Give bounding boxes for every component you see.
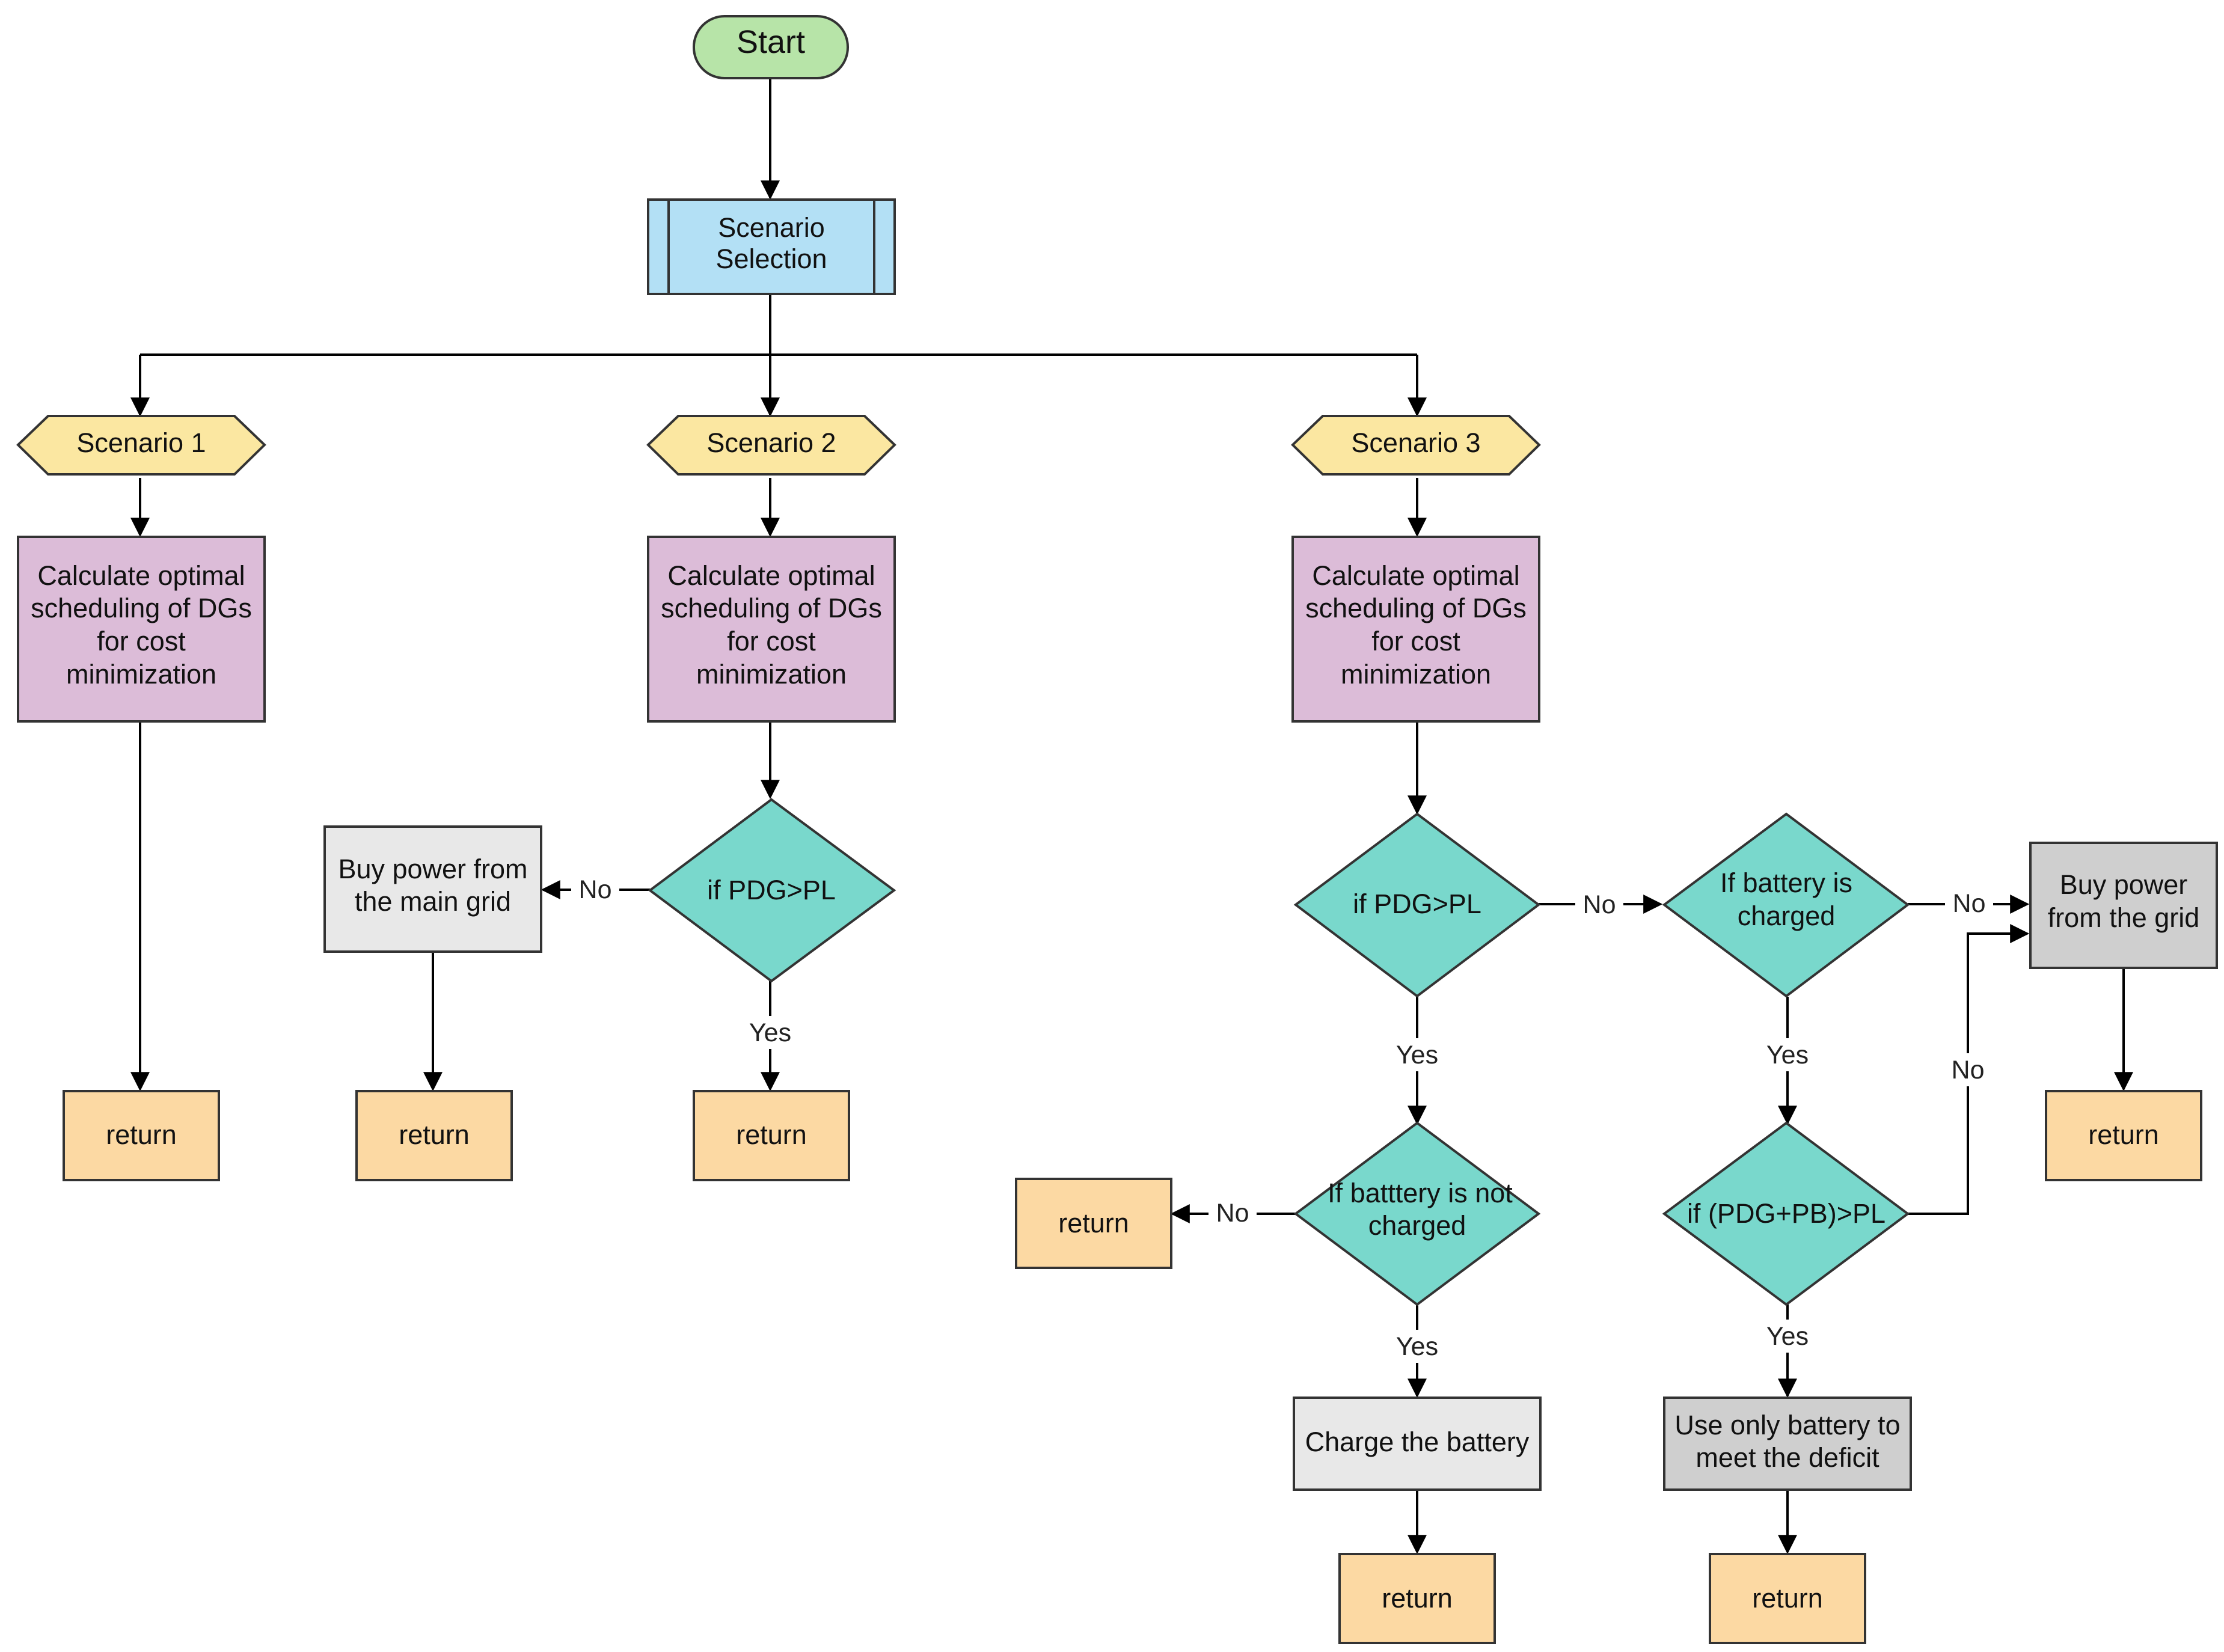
scenario-1-node: Scenario 1 <box>16 415 266 476</box>
buy-grid-line-1: Buy power <box>2060 869 2188 900</box>
calc-3-line-1: Calculate optimal <box>1312 560 1519 591</box>
calc-2-line-1: Calculate optimal <box>667 560 875 591</box>
charge-battery-node: Charge the battery <box>1293 1397 1542 1491</box>
scenario-selection-line-2: Selection <box>715 243 827 274</box>
buy-main-grid-line-2: the main grid <box>355 886 511 917</box>
return-label: return <box>1382 1583 1453 1614</box>
calc-scenario-3-node: Calculate optimal scheduling of DGs for … <box>1291 536 1540 723</box>
scenario-3-node: Scenario 3 <box>1291 415 1541 476</box>
decision-battery-charged: If battery is charged <box>1662 812 1910 998</box>
edge-label-s2-no: No <box>579 875 612 904</box>
calc-2-line-4: minimization <box>696 659 847 690</box>
scenario-2-node: Scenario 2 <box>646 415 896 476</box>
buy-main-grid-node: Buy power from the main grid <box>323 825 542 953</box>
edge-label-pdg-pb-yes: Yes <box>1766 1322 1809 1351</box>
decision-s3-pdg-pl: if PDG>PL <box>1293 812 1541 998</box>
edge-label-charged-no: No <box>1953 889 1986 918</box>
return-battery-not-charged-no: return <box>1015 1178 1172 1269</box>
return-scenario-2-yes: return <box>693 1090 850 1181</box>
start-label: Start <box>737 24 805 60</box>
scenario-2-label: Scenario 2 <box>706 427 836 458</box>
return-label: return <box>736 1119 807 1150</box>
calc-1-line-2: scheduling of DGs <box>31 593 252 623</box>
edge-label-s3-yes: Yes <box>1396 1041 1438 1069</box>
calc-1-line-1: Calculate optimal <box>37 560 245 591</box>
scenario-selection-line-1: Scenario <box>718 212 825 243</box>
return-charge-battery: return <box>1338 1553 1496 1644</box>
scenario-3-label: Scenario 3 <box>1351 427 1480 458</box>
return-scenario-1: return <box>63 1090 220 1181</box>
calc-3-line-4: minimization <box>1341 659 1491 690</box>
decision-s3-label: if PDG>PL <box>1353 889 1481 919</box>
use-battery-line-1: Use only battery to <box>1674 1410 1900 1440</box>
calc-3-line-2: scheduling of DGs <box>1305 593 1527 623</box>
return-label: return <box>2088 1119 2159 1150</box>
edge-label-not-charged-yes: Yes <box>1396 1332 1438 1361</box>
buy-grid-line-2: from the grid <box>2048 902 2200 933</box>
calc-1-line-4: minimization <box>66 659 216 690</box>
edge-label-s2-yes: Yes <box>749 1018 791 1047</box>
decision-pdg-pb-label: if (PDG+PB)>PL <box>1687 1198 1885 1229</box>
calc-2-line-3: for cost <box>727 626 816 656</box>
return-buy-main-grid: return <box>355 1090 513 1181</box>
battery-charged-line-1: If battery is <box>1720 867 1852 898</box>
battery-charged-line-2: charged <box>1738 901 1836 931</box>
calc-3-line-3: for cost <box>1371 626 1460 656</box>
decision-s2-pdg-pl: if PDG>PL <box>648 798 896 983</box>
buy-grid-node: Buy power from the grid <box>2029 842 2218 969</box>
return-label: return <box>399 1119 470 1150</box>
return-buy-grid: return <box>2045 1090 2202 1181</box>
calc-scenario-1-node: Calculate optimal scheduling of DGs for … <box>17 536 266 723</box>
edge-label-charged-yes: Yes <box>1766 1041 1809 1069</box>
calc-scenario-2-node: Calculate optimal scheduling of DGs for … <box>647 536 896 723</box>
start-terminator: Start <box>693 15 849 79</box>
use-battery-line-2: meet the deficit <box>1696 1442 1879 1473</box>
battery-not-charged-line-1: If batttery is not <box>1328 1178 1513 1208</box>
return-label: return <box>1752 1583 1823 1614</box>
calc-1-line-3: for cost <box>97 626 186 656</box>
edge-label-not-charged-no: No <box>1216 1199 1249 1228</box>
return-use-battery: return <box>1709 1553 1866 1644</box>
edge-labels: No Yes No Yes No Yes No No Yes Yes <box>571 873 1993 1363</box>
edge-label-pdg-pb-no: No <box>1952 1056 1985 1085</box>
scenario-1-label: Scenario 1 <box>76 427 206 458</box>
decision-s2-label: if PDG>PL <box>707 875 836 905</box>
use-battery-node: Use only battery to meet the deficit <box>1663 1397 1912 1491</box>
edge-label-s3-no: No <box>1583 890 1616 919</box>
return-label: return <box>106 1119 177 1150</box>
battery-not-charged-line-2: charged <box>1368 1210 1466 1241</box>
return-label: return <box>1058 1208 1129 1238</box>
scenario-selection-node: Scenario Selection <box>647 198 896 295</box>
buy-main-grid-line-1: Buy power from <box>338 854 527 884</box>
charge-battery-label: Charge the battery <box>1305 1427 1530 1457</box>
decision-pdg-pb-pl: if (PDG+PB)>PL <box>1662 1121 1910 1306</box>
edges <box>130 78 2133 1555</box>
decision-battery-not-charged: If batttery is not charged <box>1293 1121 1541 1306</box>
calc-2-line-2: scheduling of DGs <box>661 593 882 623</box>
